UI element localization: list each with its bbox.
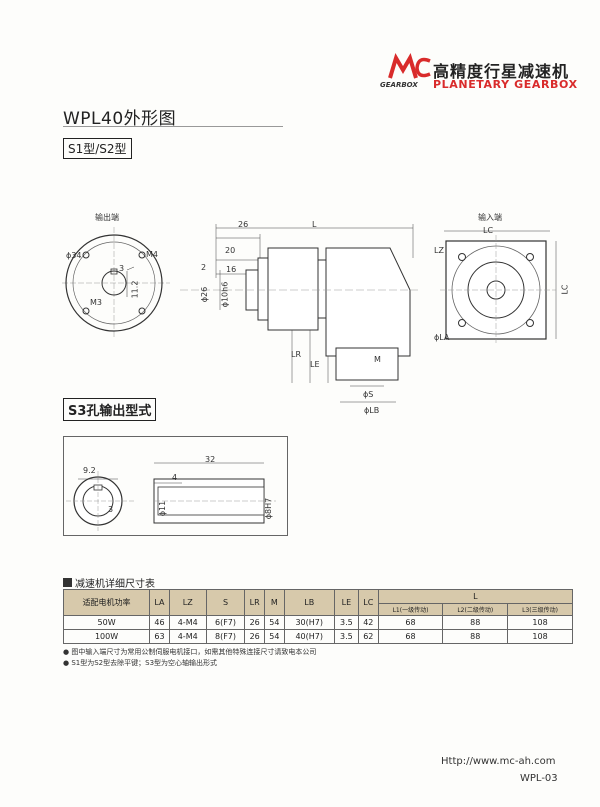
s3-title: S3孔输出型式: [63, 398, 157, 421]
side-LE-label: LE: [310, 360, 320, 369]
page-number: WPL-03: [520, 773, 558, 784]
table-header: LB: [283, 589, 335, 616]
table-cell: 6(F7): [205, 615, 246, 630]
side-view-drawing: [180, 224, 418, 403]
table-cell: 3.5: [333, 615, 359, 630]
table-cell: 46: [149, 615, 170, 630]
output-m4-label: M4: [146, 250, 158, 259]
table-cell: 108: [507, 615, 573, 630]
notes: ● 图中输入端尺寸为常用公制伺服电机接口，如需其他特殊连接尺寸请致电本公司 ● …: [63, 647, 316, 669]
table-header: M: [264, 589, 285, 616]
table-cell: 4-M4: [168, 615, 207, 630]
s3-9-2-label: 9.2: [83, 466, 96, 475]
table-header: LR: [244, 589, 266, 616]
table-cell: 40(H7): [283, 629, 335, 644]
table-cell: 30(H7): [283, 615, 335, 630]
table-cell: 68: [377, 615, 444, 630]
side-d26-label: ϕ26: [200, 286, 210, 303]
input-LA-label: ϕLA: [434, 333, 450, 342]
model-tag: S1型/S2型: [63, 138, 132, 159]
input-end-drawing: [440, 230, 557, 343]
table-header: L: [377, 589, 574, 604]
table-cell: 63: [149, 629, 170, 644]
input-LZ-label: LZ: [434, 246, 444, 255]
table-header: LZ: [168, 589, 207, 616]
note-item: ● S1型为S2型去除平键；S3型为空心轴输出形式: [63, 659, 218, 667]
table-cell: 4-M4: [168, 629, 207, 644]
brand-logo: [388, 53, 431, 79]
input-LC-side-label: LC: [560, 284, 570, 295]
title-divider: [63, 126, 283, 127]
output-m3-label: M3: [90, 298, 102, 307]
table-header: 适配电机功率: [62, 589, 151, 616]
footer-url[interactable]: Http://www.mc-ah.com: [441, 756, 556, 767]
s3-32-label: 32: [205, 455, 216, 464]
output-11-label: 11.2: [130, 280, 140, 299]
output-end-drawing: [62, 227, 170, 337]
brand-name-en: PLANETARY GEARBOX: [433, 78, 578, 91]
s3-d11-label: ϕ11: [158, 500, 168, 517]
side-2-label: 2: [201, 263, 207, 272]
input-LC-top-label: LC: [483, 226, 494, 235]
brand-name-zh: 高精度行星减速机: [433, 62, 570, 81]
side-16-label: 16: [226, 265, 237, 274]
table-cell: 8(F7): [205, 629, 246, 644]
table-subheader: L3(三级传动): [507, 603, 573, 616]
table-cell: 68: [377, 629, 444, 644]
table-heading: 减速机详细尺寸表: [63, 575, 155, 590]
side-LR-label: LR: [291, 350, 302, 359]
table-row: 50W 46 4-M4 6(F7) 26 54 30(H7) 3.5 42 68…: [62, 615, 573, 630]
side-S-label: ϕS: [363, 390, 374, 399]
input-end-label: 输入端: [478, 213, 502, 222]
table-cell: 42: [357, 615, 379, 630]
table-cell: 3.5: [333, 629, 359, 644]
s3-frame: [63, 436, 288, 536]
side-d10-label: ϕ10h6: [220, 281, 230, 308]
s3-4-label: 4: [172, 473, 178, 482]
side-26-label: 26: [238, 220, 249, 229]
table-cell: 26: [244, 629, 266, 644]
table-cell: 108: [507, 629, 573, 644]
table-header: LC: [357, 589, 379, 616]
output-3-label: 3: [119, 264, 125, 273]
s3-drawing: [66, 462, 276, 531]
side-LB-label: ϕLB: [364, 406, 380, 415]
table-cell: 62: [357, 629, 379, 644]
table-subheader: L1(一级传动): [377, 603, 444, 616]
note-item: ● 图中输入端尺寸为常用公制伺服电机接口，如需其他特殊连接尺寸请致电本公司: [63, 648, 317, 656]
table-cell: 88: [442, 615, 509, 630]
side-L-label: L: [312, 220, 317, 229]
s3-d8-label: ϕ8H7: [264, 497, 274, 520]
table-cell: 100W: [62, 629, 151, 644]
side-20-label: 20: [225, 246, 236, 255]
table-subheader: L2(二级传动): [442, 603, 509, 616]
page-title: WPL40外形图: [63, 109, 177, 129]
spec-table: 适配电机功率 LA LZ S LR M LB LE LC L L1(一级传动) …: [62, 589, 574, 644]
side-M-label: M: [374, 355, 381, 364]
table-header: LE: [333, 589, 359, 616]
output-end-label: 输出端: [95, 213, 119, 222]
table-header: LA: [149, 589, 170, 616]
table-row: 100W 63 4-M4 8(F7) 26 54 40(H7) 3.5 62 6…: [62, 629, 573, 644]
table-cell: 54: [264, 615, 285, 630]
table-header: S: [205, 589, 246, 616]
gearbox-label: GEARBOX: [380, 81, 418, 89]
table-cell: 50W: [62, 615, 151, 630]
table-heading-text: 减速机详细尺寸表: [75, 579, 155, 590]
table-cell: 26: [244, 615, 266, 630]
table-cell: 88: [442, 629, 509, 644]
table-cell: 54: [264, 629, 285, 644]
output-dia-label: ϕ34: [66, 251, 82, 260]
s3-3-label: 3: [108, 505, 114, 514]
